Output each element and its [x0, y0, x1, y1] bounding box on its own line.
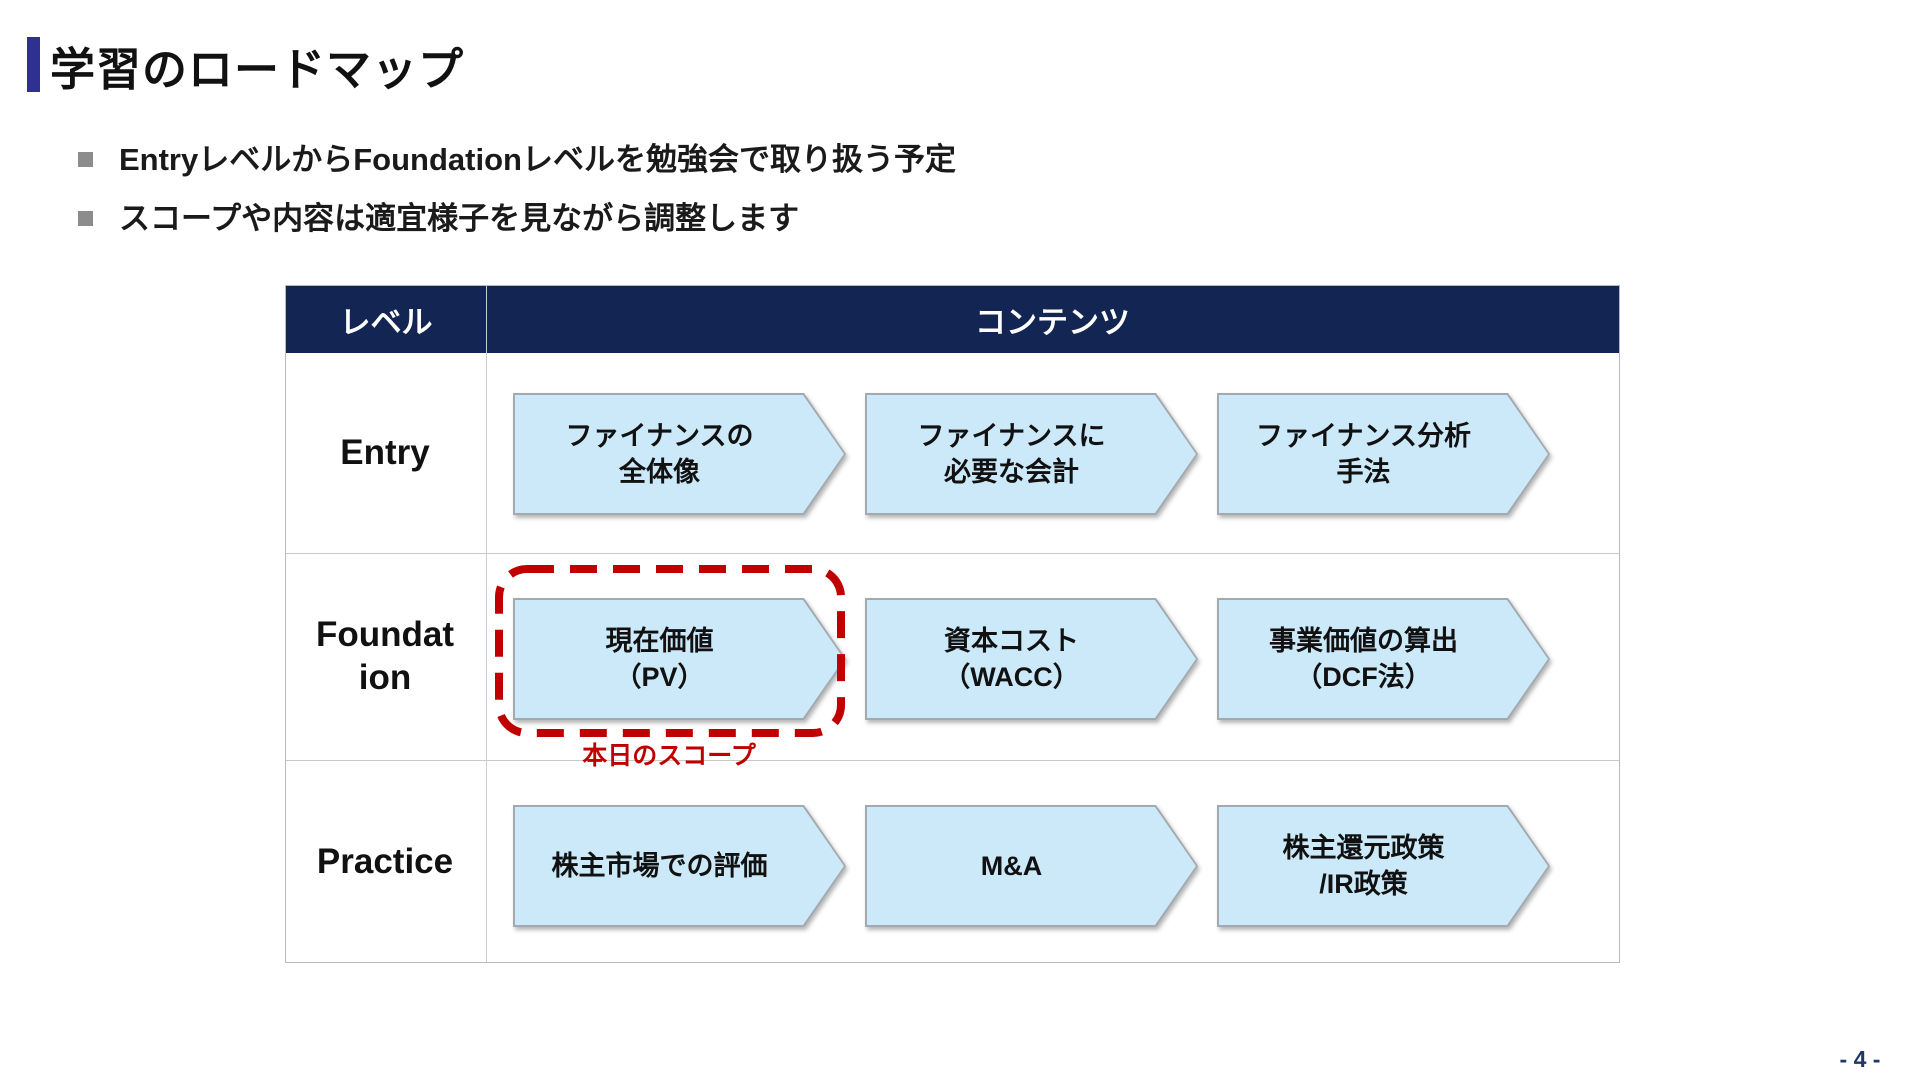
process-step-chevron-practice-1: 株主市場での評価 — [513, 805, 846, 927]
level-label-line: ion — [358, 657, 412, 697]
process-step-chevron-foundation-3: 事業価値の算出 （DCF法） — [1217, 598, 1550, 720]
column-divider — [486, 286, 487, 962]
title-accent-bar — [27, 37, 40, 92]
table-header-row: レベル コンテンツ — [286, 286, 1619, 353]
process-step-label: ファイナンスの 全体像 — [565, 421, 754, 487]
process-step-label: 事業価値の算出 （DCF法） — [1269, 626, 1458, 692]
bullet-item: スコープや内容は適宜様子を見ながら調整します — [78, 199, 956, 239]
process-step-label: ファイナンスに 必要な会計 — [917, 421, 1106, 487]
level-cell-entry: Entry — [286, 352, 484, 552]
level-label-line: Practice — [316, 841, 454, 881]
process-step-chevron-entry-2: ファイナンスに 必要な会計 — [865, 393, 1198, 515]
level-label-line: Entry — [340, 432, 430, 472]
process-step-label: 資本コスト （WACC） — [943, 626, 1080, 692]
level-cell-practice: Practice — [286, 759, 484, 963]
process-step-chevron-entry-1: ファイナンスの 全体像 — [513, 393, 846, 515]
process-step-chevron-entry-3: ファイナンス分析 手法 — [1217, 393, 1550, 515]
page-number: - 4 - — [1839, 1046, 1881, 1072]
bullet-text: EntryレベルからFoundationレベルを勉強会で取り扱う予定 — [119, 142, 956, 177]
row-divider — [286, 760, 1619, 761]
square-bullet-icon — [78, 152, 93, 167]
bullet-text: スコープや内容は適宜様子を見ながら調整します — [119, 201, 800, 236]
process-step-chevron-foundation-1: 現在価値 （PV） — [513, 598, 846, 720]
scope-label: 本日のスコープ — [582, 742, 756, 770]
process-step-chevron-practice-2: M&A — [865, 805, 1198, 927]
process-step-label: 現在価値 （PV） — [605, 626, 714, 692]
square-bullet-icon — [78, 211, 93, 226]
level-label-line: Foundat — [315, 614, 455, 654]
process-step-chevron-foundation-2: 資本コスト （WACC） — [865, 598, 1198, 720]
process-step-label: ファイナンス分析 手法 — [1256, 421, 1471, 487]
bullet-list: EntryレベルからFoundationレベルを勉強会で取り扱う予定 スコープや… — [78, 140, 956, 239]
page-title: 学習のロードマップ — [50, 44, 465, 95]
process-step-label: 株主還元政策 /IR政策 — [1282, 833, 1445, 899]
process-step-label: 株主市場での評価 — [551, 851, 768, 881]
process-step-chevron-practice-3: 株主還元政策 /IR政策 — [1217, 805, 1550, 927]
row-divider — [286, 553, 1619, 554]
level-cell-foundation: Foundat ion — [286, 552, 484, 759]
table-header-level: レベル — [339, 305, 433, 340]
bullet-item: EntryレベルからFoundationレベルを勉強会で取り扱う予定 — [78, 140, 956, 180]
table-header-contents: コンテンツ — [975, 305, 1130, 340]
process-step-label: M&A — [980, 851, 1043, 881]
